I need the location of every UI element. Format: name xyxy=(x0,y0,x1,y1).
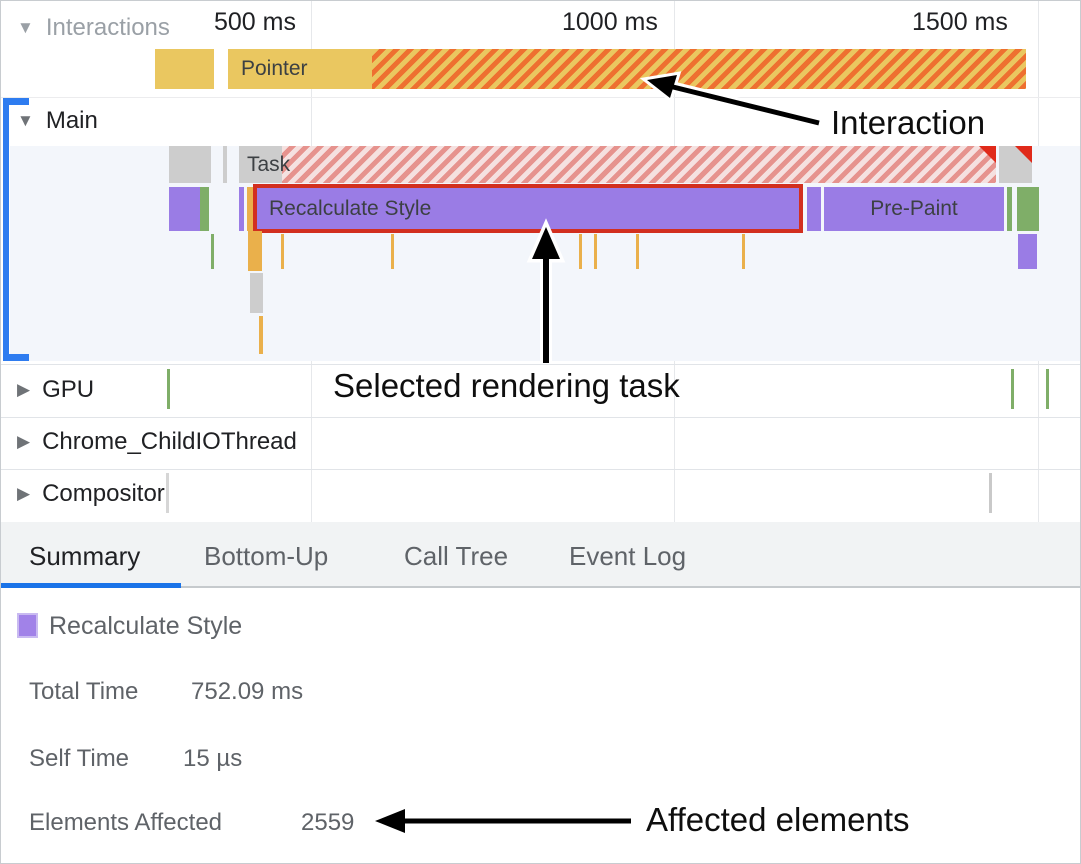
layout-bar[interactable] xyxy=(1017,187,1039,231)
tab-bottom-up[interactable]: Bottom-Up xyxy=(204,541,329,571)
summary-row-label: Total Time xyxy=(29,678,139,705)
compositor-activity-tick[interactable] xyxy=(989,473,992,513)
pointer-bar-label: Pointer xyxy=(241,57,308,80)
pointer-interaction-bar[interactable]: Pointer xyxy=(228,49,1026,89)
layout-bar[interactable] xyxy=(1007,187,1012,231)
tab-summary[interactable]: Summary xyxy=(29,541,141,571)
track-label-main: Main xyxy=(45,107,98,134)
pre-paint-bar-label: Pre-Paint xyxy=(870,197,958,220)
annotation-affected-elements-label: Affected elements xyxy=(646,801,910,838)
summary-panel: Recalculate Style Total Time 752.09 ms S… xyxy=(1,588,1080,863)
script-tick[interactable] xyxy=(259,316,263,354)
track-separator xyxy=(1,469,1080,470)
disclosure-collapsed-icon[interactable]: ▶ xyxy=(17,380,31,399)
disclosure-expanded-icon[interactable]: ▼ xyxy=(17,111,34,130)
ruler-tick-1000ms: 1000 ms xyxy=(562,8,658,36)
script-tick[interactable] xyxy=(281,234,284,269)
pointer-interaction-overlong-stripes xyxy=(372,49,1026,89)
pre-paint-bar[interactable]: Pre-Paint xyxy=(824,187,1004,231)
summary-row-value: 15 µs xyxy=(183,745,243,772)
selected-track-bracket xyxy=(3,98,29,361)
script-bar[interactable] xyxy=(247,187,254,231)
annotation-interaction-label: Interaction xyxy=(831,104,986,141)
track-header-main[interactable]: ▼ Main xyxy=(17,107,98,135)
recalculate-style-bar[interactable] xyxy=(169,187,200,231)
track-label-gpu: GPU xyxy=(42,376,95,403)
long-task-bar[interactable]: Task xyxy=(239,146,996,183)
disclosure-collapsed-icon[interactable]: ▶ xyxy=(17,484,31,503)
gpu-activity-tick[interactable] xyxy=(1046,369,1049,409)
selected-bar-label: Recalculate Style xyxy=(269,197,432,220)
compositor-activity-tick[interactable] xyxy=(166,473,169,513)
disclosure-collapsed-icon[interactable]: ▶ xyxy=(17,432,31,451)
timeline-tracks-area[interactable]: 500 ms 1000 ms 1500 ms ▼ Interactions Poi… xyxy=(1,1,1080,522)
disclosure-expanded-icon[interactable]: ▼ xyxy=(17,18,34,37)
bottom-pane-tab-bar: Summary Bottom-Up Call Tree Event Log xyxy=(1,522,1080,588)
annotation-selected-task-label: Selected rendering task xyxy=(333,367,680,404)
gpu-activity-tick[interactable] xyxy=(1011,369,1014,409)
script-tick[interactable] xyxy=(742,234,745,269)
track-header-interactions[interactable]: ▼ Interactions xyxy=(17,14,170,42)
ruler-tick-1500ms: 1500 ms xyxy=(912,8,1008,36)
track-separator xyxy=(1,97,1080,98)
interaction-event-bar[interactable] xyxy=(155,49,214,89)
track-header-io-thread[interactable]: ▶ Chrome_ChildIOThread xyxy=(17,428,297,456)
ruler-tick-500ms: 500 ms xyxy=(214,8,296,36)
summary-row-label: Elements Affected xyxy=(29,809,223,836)
summary-row-label: Self Time xyxy=(29,745,130,772)
script-tick[interactable] xyxy=(391,234,394,269)
script-tick[interactable] xyxy=(594,234,597,269)
task-bar[interactable] xyxy=(223,146,227,183)
script-tick[interactable] xyxy=(636,234,639,269)
track-label-interactions: Interactions xyxy=(45,14,170,41)
task-bar-label: Task xyxy=(247,153,291,176)
script-tick[interactable] xyxy=(579,234,582,269)
long-task-stripes xyxy=(282,146,996,183)
summary-event-title: Recalculate Style xyxy=(49,612,243,640)
track-header-compositor[interactable]: ▶ Compositor xyxy=(17,480,165,508)
recalculate-style-bar[interactable] xyxy=(239,187,244,231)
selected-recalculate-style-bar[interactable]: Recalculate Style xyxy=(253,184,803,233)
track-label-io-thread: Chrome_ChildIOThread xyxy=(42,428,297,455)
tab-event-log[interactable]: Event Log xyxy=(569,541,687,571)
summary-row-value: 2559 xyxy=(301,809,355,836)
layout-tick[interactable] xyxy=(211,234,214,269)
track-header-gpu[interactable]: ▶ GPU xyxy=(17,376,94,404)
summary-row-value: 752.09 ms xyxy=(191,678,304,705)
recalculate-style-bar[interactable] xyxy=(807,187,821,231)
active-tab-indicator xyxy=(1,583,181,588)
event-color-swatch xyxy=(17,613,38,638)
track-label-compositor: Compositor xyxy=(42,480,165,507)
task-tick[interactable] xyxy=(250,273,263,313)
layout-bar[interactable] xyxy=(200,187,209,231)
recalculate-style-bar[interactable] xyxy=(1018,234,1037,269)
gpu-activity-tick[interactable] xyxy=(167,369,170,409)
task-bar[interactable] xyxy=(169,146,211,183)
track-separator xyxy=(1,364,1080,365)
tab-call-tree[interactable]: Call Tree xyxy=(404,541,509,571)
script-tick[interactable] xyxy=(248,231,262,271)
track-separator xyxy=(1,417,1080,418)
